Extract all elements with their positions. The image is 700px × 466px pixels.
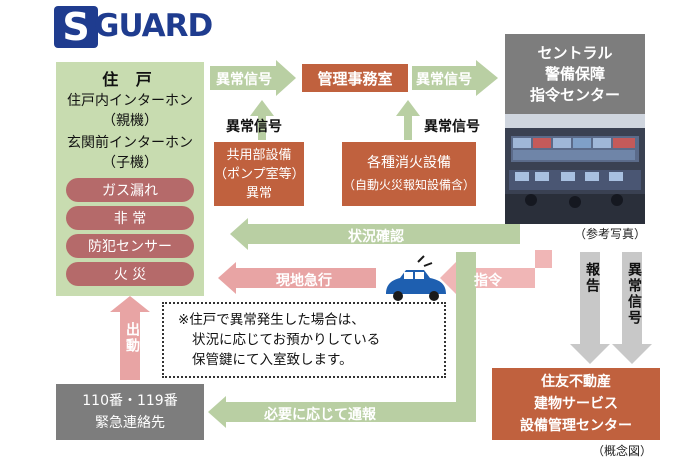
control-room-illustration	[505, 114, 645, 224]
arrow-common-up	[250, 100, 274, 140]
alarm-gas-leak: ガス漏れ	[66, 178, 194, 202]
arrow-dispatch	[110, 296, 150, 380]
patrol-car-icon	[386, 255, 446, 301]
label-command: 指令	[474, 273, 502, 289]
note-line: 保管鍵にて入室致します。	[192, 352, 353, 368]
fire-equipment-line: 各種消火設備	[366, 155, 451, 171]
arrow-office-to-central	[412, 60, 498, 96]
control-room-photo	[505, 114, 645, 224]
logo-s-mark: S	[54, 6, 98, 48]
arrow-fire-up	[396, 100, 420, 140]
central-line: 指令センター	[529, 85, 620, 104]
logo-text: GUARD	[94, 8, 213, 44]
central-command-box: セントラル 警備保障 指令センター	[505, 34, 645, 114]
residence-line: 住戸内インターホン	[67, 93, 193, 109]
label-notify-if-needed: 必要に応じて通報	[264, 407, 376, 423]
note-line: 状況に応じてお預かりしている	[192, 332, 381, 348]
emergency-contact-box: 110番・119番 緊急連絡先	[56, 384, 204, 440]
label-onsite-rush: 現地急行	[276, 273, 332, 289]
arrow-res-to-office	[210, 60, 296, 96]
common-equipment-line: 異常	[245, 185, 272, 201]
note-box: ※住戸で異常発生した場合は、 状況に応じてお預かりしている 保管鍵にて入室致しま…	[162, 302, 446, 378]
residence-line: 玄関前インターホン	[67, 135, 193, 151]
common-equipment-box: 共用部設備 （ポンプ室等） 異常	[214, 142, 305, 206]
management-office-box: 管理事務室	[302, 64, 408, 92]
label-abnormal-signal-common: 異常信号	[226, 119, 282, 135]
alarm-fire: 火 災	[66, 262, 194, 286]
central-line: セントラル	[537, 43, 613, 62]
residence-box: 住 戸 住戸内インターホン （親機） 玄関前インターホン （子機） ガス漏れ 非…	[56, 62, 204, 296]
label-dispatch: 出動	[124, 322, 140, 354]
common-equipment-line: 共用部設備	[226, 147, 292, 163]
sumitomo-line: 住友不動産	[541, 374, 611, 390]
fire-equipment-line: （自動火災報知設備含）	[342, 178, 475, 192]
label-abnormal-signal-down: 異常信号	[626, 262, 642, 326]
note-line: ※住戸で異常発生した場合は、	[178, 312, 365, 328]
sumitomo-line: 建物サービス	[534, 396, 618, 412]
alarm-emergency: 非 常	[66, 206, 194, 230]
sguard-logo: S GUARD	[54, 6, 226, 48]
residence-line: （子機）	[102, 155, 158, 171]
label-status-check: 状況確認	[348, 229, 404, 245]
emergency-line: 110番・119番	[82, 393, 178, 409]
common-equipment-line: （ポンプ室等）	[214, 166, 305, 182]
arrow-status-check	[230, 218, 520, 250]
alarm-security-sensor: 防犯センサー	[66, 234, 194, 258]
label-report: 報告	[584, 262, 600, 294]
emergency-line: 緊急連絡先	[94, 415, 165, 431]
sumitomo-center-box: 住友不動産 建物サービス 設備管理センター	[492, 368, 660, 440]
label-abnormal-signal-2: 異常信号	[416, 72, 472, 88]
arrow-onsite-rush	[218, 262, 376, 294]
concept-caption: （概念図）	[592, 444, 653, 458]
residence-title: 住 戸	[102, 70, 158, 89]
arrow-notify	[208, 252, 476, 428]
central-line: 警備保障	[544, 64, 605, 83]
arrow-abnormal-down	[612, 252, 652, 364]
fire-equipment-box: 各種消火設備 （自動火災報知設備含）	[342, 142, 476, 206]
label-abnormal-signal-1: 異常信号	[216, 72, 272, 88]
arrow-report	[570, 252, 610, 364]
label-abnormal-signal-fire: 異常信号	[424, 119, 480, 135]
photo-caption: （参考写真）	[574, 227, 647, 241]
residence-line: （親機）	[102, 113, 158, 129]
sumitomo-line: 設備管理センター	[520, 418, 632, 434]
